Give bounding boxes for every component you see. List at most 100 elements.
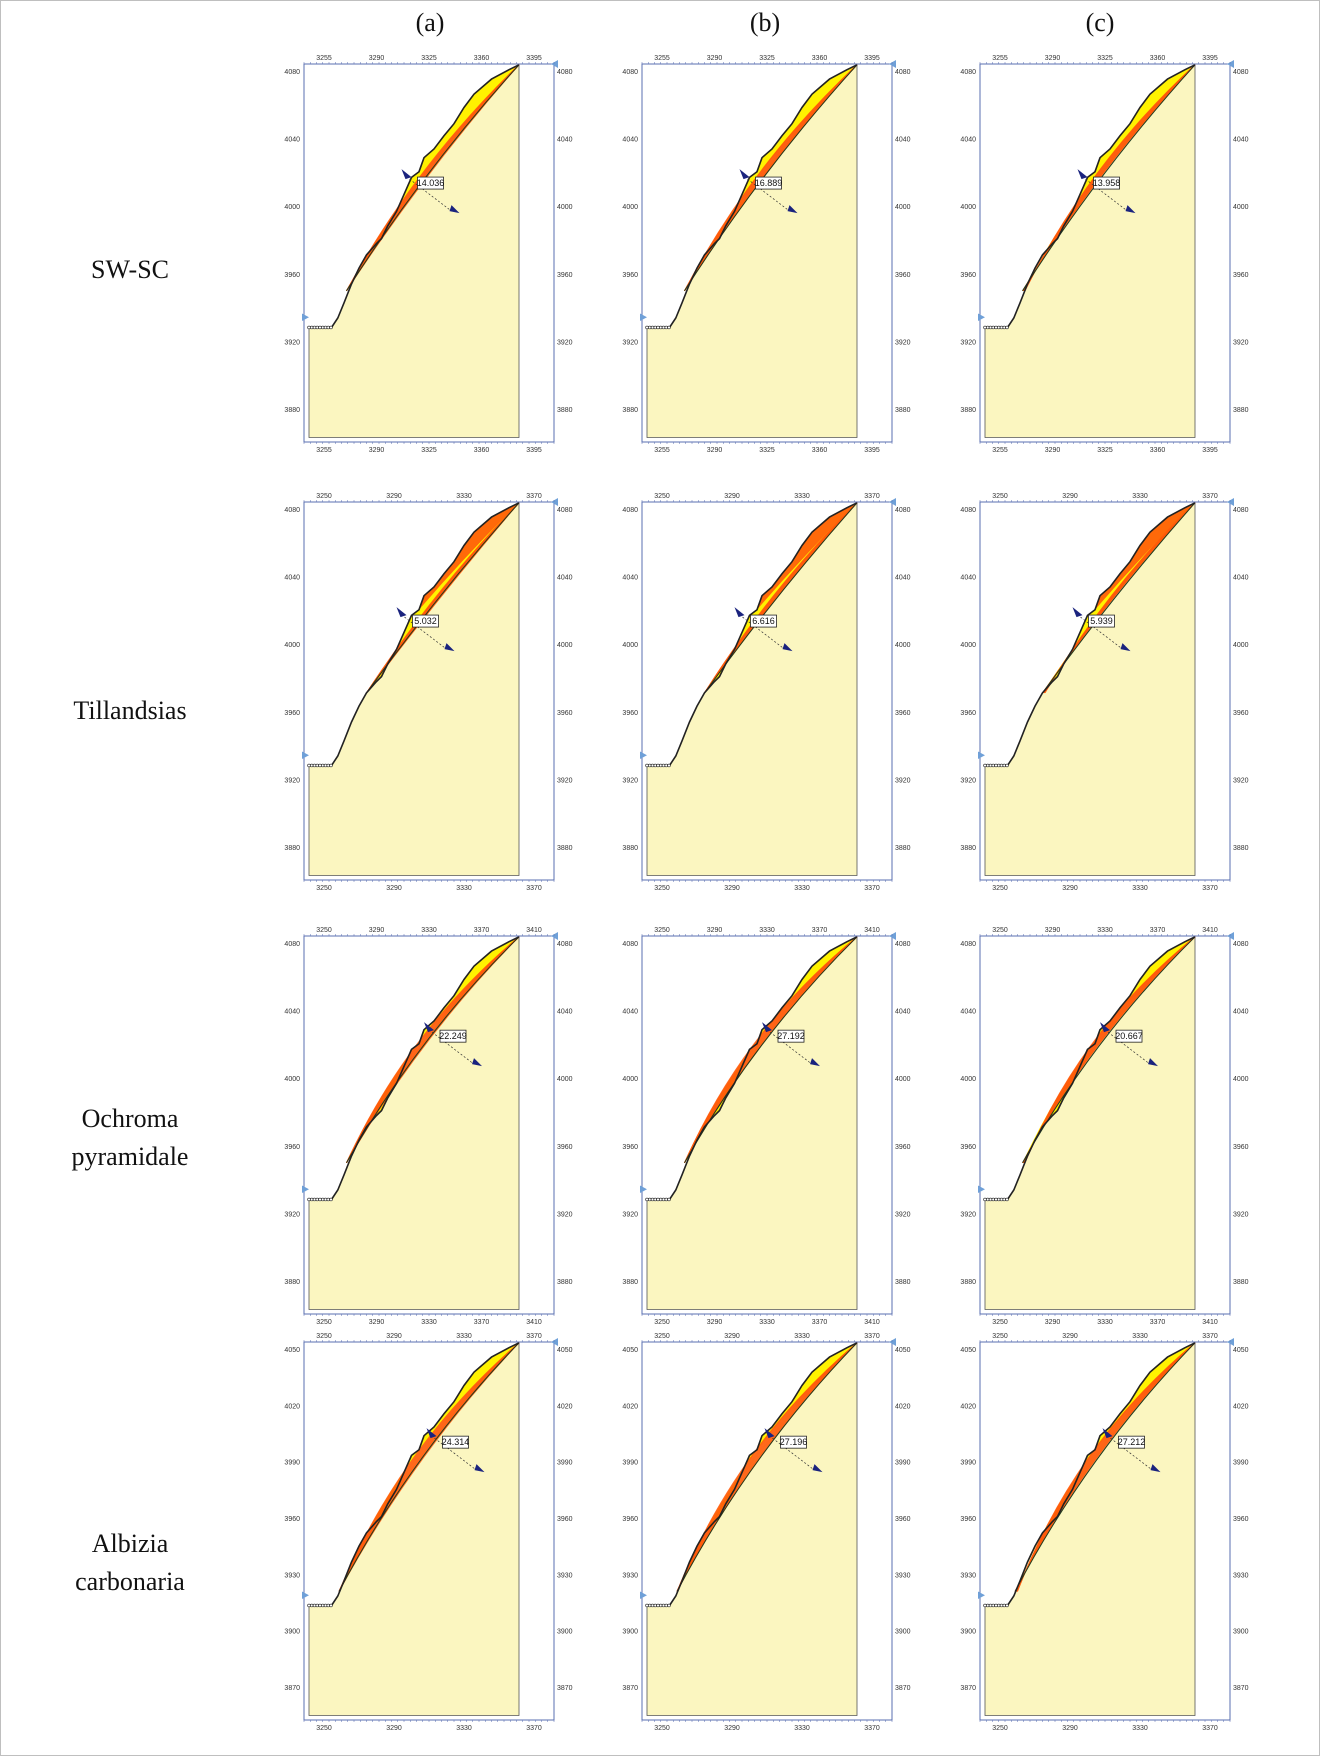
right-boundary-marker	[1227, 932, 1234, 940]
x-bottom-tick-label: 3410	[1202, 1319, 1218, 1326]
toe-point	[307, 763, 311, 768]
x-bottom-tick-label: 3255	[316, 447, 332, 454]
y-right-tick-label: 3920	[1233, 777, 1249, 784]
y-right-tick-label: 4000	[557, 642, 573, 649]
x-top-tick-label: 3330	[794, 493, 810, 500]
x-bottom-tick-label: 3370	[526, 1725, 542, 1732]
x-bottom-tick-label: 3290	[724, 885, 740, 892]
y-left-tick-label: 3960	[960, 710, 976, 717]
y-left-tick-label: 4000	[622, 642, 638, 649]
x-top-tick-label: 3250	[316, 1333, 332, 1340]
y-left-tick-label: 3960	[622, 710, 638, 717]
toe-point	[991, 325, 995, 330]
y-left-tick-label: 4080	[284, 507, 300, 514]
y-right-tick-label: 3960	[557, 710, 573, 717]
toe-point	[329, 1603, 333, 1608]
toe-point	[329, 325, 333, 330]
toe-point	[988, 1603, 993, 1608]
row-label-line: SW-SC	[90, 255, 170, 284]
toe-point	[321, 1197, 325, 1202]
row-label-albizia: Albizia carbonaria	[40, 1525, 220, 1601]
critical-slip-surface	[1022, 64, 1196, 292]
toe-point	[312, 763, 317, 768]
slip-direction-line	[431, 1031, 475, 1065]
y-right-tick-label: 3920	[557, 339, 573, 346]
y-right-tick-label: 3920	[557, 777, 573, 784]
x-top-tick-label: 3370	[1150, 927, 1166, 934]
factor-of-safety-box	[1118, 1435, 1145, 1449]
right-boundary-marker	[1227, 60, 1234, 68]
toe-point	[315, 763, 319, 768]
left-boundary-marker	[640, 1185, 647, 1194]
critical-slip-surface	[684, 64, 858, 292]
lower-arrow-icon	[449, 205, 460, 214]
y-right-tick-label: 4080	[557, 507, 573, 514]
x-bottom-tick-label: 3410	[526, 1319, 542, 1326]
y-right-tick-label: 4080	[557, 941, 573, 948]
critical-slip-surface	[704, 502, 858, 694]
y-left-tick-label: 4040	[622, 1009, 638, 1016]
critical-slip-surface	[346, 64, 520, 292]
y-left-tick-label: 3880	[622, 845, 638, 852]
toe-point	[310, 1197, 314, 1202]
x-bottom-tick-label: 3370	[1150, 1319, 1166, 1326]
y-right-tick-label: 3960	[1233, 1516, 1249, 1523]
y-right-tick-label: 4080	[895, 69, 911, 76]
y-right-tick-label: 3960	[557, 1144, 573, 1151]
toe-point	[653, 763, 657, 768]
toe-point	[661, 763, 666, 768]
critical-slip-surface	[1014, 1342, 1196, 1592]
x-top-tick-label: 3250	[992, 927, 1008, 934]
x-bottom-tick-label: 3250	[654, 1725, 670, 1732]
y-left-tick-label: 4040	[960, 575, 976, 582]
y-left-tick-label: 4040	[284, 575, 300, 582]
y-left-tick-label: 4080	[960, 941, 976, 948]
slip-surface	[1017, 1342, 1196, 1592]
column-header-c: (c)	[1085, 8, 1115, 37]
x-bottom-tick-label: 3290	[386, 1725, 402, 1732]
factor-of-safety-value: 27.196	[780, 1437, 808, 1447]
upper-arrow-icon	[762, 1022, 772, 1033]
critical-slip-surface	[366, 502, 520, 694]
factor-of-safety-value: 16.889	[755, 178, 783, 188]
x-top-tick-label: 3330	[759, 927, 775, 934]
toe-point	[656, 325, 660, 330]
toe-point	[648, 325, 652, 330]
toe-point	[986, 1197, 990, 1202]
x-top-tick-label: 3255	[992, 55, 1008, 62]
critical-slip-surface	[1042, 502, 1196, 694]
x-bottom-tick-label: 3330	[456, 1725, 472, 1732]
toe-point	[997, 1603, 1001, 1608]
y-left-tick-label: 3960	[960, 1516, 976, 1523]
left-boundary-marker	[640, 1591, 647, 1600]
y-right-tick-label: 4000	[895, 204, 911, 211]
y-right-tick-label: 4000	[1233, 1076, 1249, 1083]
left-boundary-marker	[978, 1591, 985, 1600]
toe-point	[321, 763, 325, 768]
toe-point	[656, 1197, 660, 1202]
y-left-tick-label: 3960	[622, 1516, 638, 1523]
toe-point	[318, 325, 322, 330]
y-left-tick-label: 3960	[284, 1144, 300, 1151]
slip-surface	[1024, 64, 1196, 292]
toe-point	[323, 763, 328, 768]
x-top-tick-label: 3250	[654, 1333, 670, 1340]
toe-point	[988, 1197, 993, 1202]
factor-of-safety-box	[755, 176, 782, 190]
toe-point	[994, 325, 998, 330]
left-boundary-marker	[302, 1185, 309, 1194]
x-bottom-tick-label: 3370	[1202, 885, 1218, 892]
upper-arrow-icon	[1077, 169, 1088, 180]
ground-surface	[330, 502, 520, 766]
y-right-tick-label: 4080	[1233, 69, 1249, 76]
row-label-line: Tillandsias	[73, 696, 187, 725]
y-right-tick-label: 4000	[1233, 204, 1249, 211]
y-left-tick-label: 4040	[284, 1009, 300, 1016]
toe-point	[307, 325, 311, 330]
critical-slip-surface	[676, 1342, 858, 1592]
